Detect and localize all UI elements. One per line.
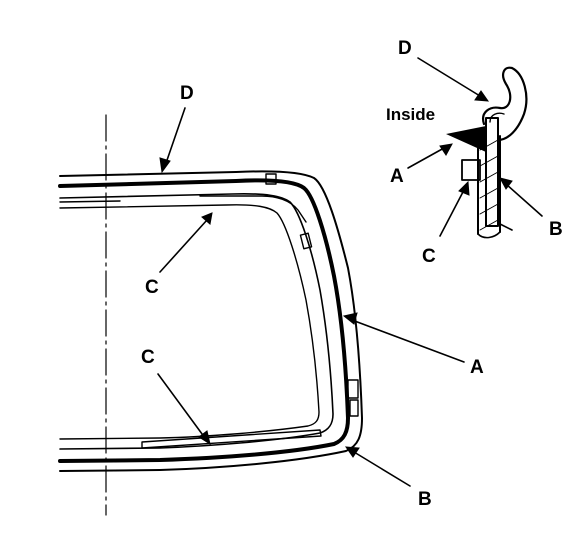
body-panel-hatch <box>479 139 499 231</box>
molding-section <box>482 66 528 142</box>
molding-inner-lip <box>489 112 505 123</box>
label-a-detail: A <box>390 166 404 187</box>
arrow-c-lower <box>198 430 211 446</box>
label-c-upper: C <box>145 277 159 298</box>
label-d-main: D <box>180 83 194 104</box>
molding-inner-edge <box>58 178 350 463</box>
callout-labels: D C C A B D Inside A C B <box>141 38 563 510</box>
arrow-d-detail <box>474 90 490 102</box>
body-panel-section <box>477 135 501 235</box>
body-panel-foot <box>477 223 513 239</box>
molding-outer-edge <box>59 170 363 472</box>
glass-inner-edge <box>59 204 320 440</box>
arrow-a-detail <box>439 143 453 156</box>
adhesive-bead <box>446 126 486 152</box>
spacer-section <box>461 159 481 181</box>
arrow-d-main <box>159 157 171 174</box>
label-c-lower: C <box>141 347 155 368</box>
leader-lines <box>157 57 543 487</box>
lower-spacer-strip <box>141 429 322 449</box>
cross-section-detail <box>446 66 528 239</box>
label-a-main: A <box>470 357 484 378</box>
glass-section <box>485 117 499 227</box>
arrow-c-upper <box>201 212 213 225</box>
label-c-detail: C <box>422 246 436 267</box>
label-d-detail: D <box>398 38 412 59</box>
label-b-detail: B <box>549 219 563 240</box>
label-inside: Inside <box>386 105 435 124</box>
arrow-c-detail <box>458 180 470 196</box>
top-clip <box>265 173 277 185</box>
windshield-main-view <box>58 114 363 516</box>
arrow-a-main <box>342 312 358 325</box>
side-clip <box>299 232 313 250</box>
arrow-b-detail <box>499 177 513 190</box>
lower-side-clip <box>347 379 359 399</box>
upper-spacer-strip <box>59 195 307 223</box>
label-b-main: B <box>418 489 432 510</box>
bottom-corner-clip <box>349 399 359 417</box>
arrow-b-main <box>344 446 360 458</box>
